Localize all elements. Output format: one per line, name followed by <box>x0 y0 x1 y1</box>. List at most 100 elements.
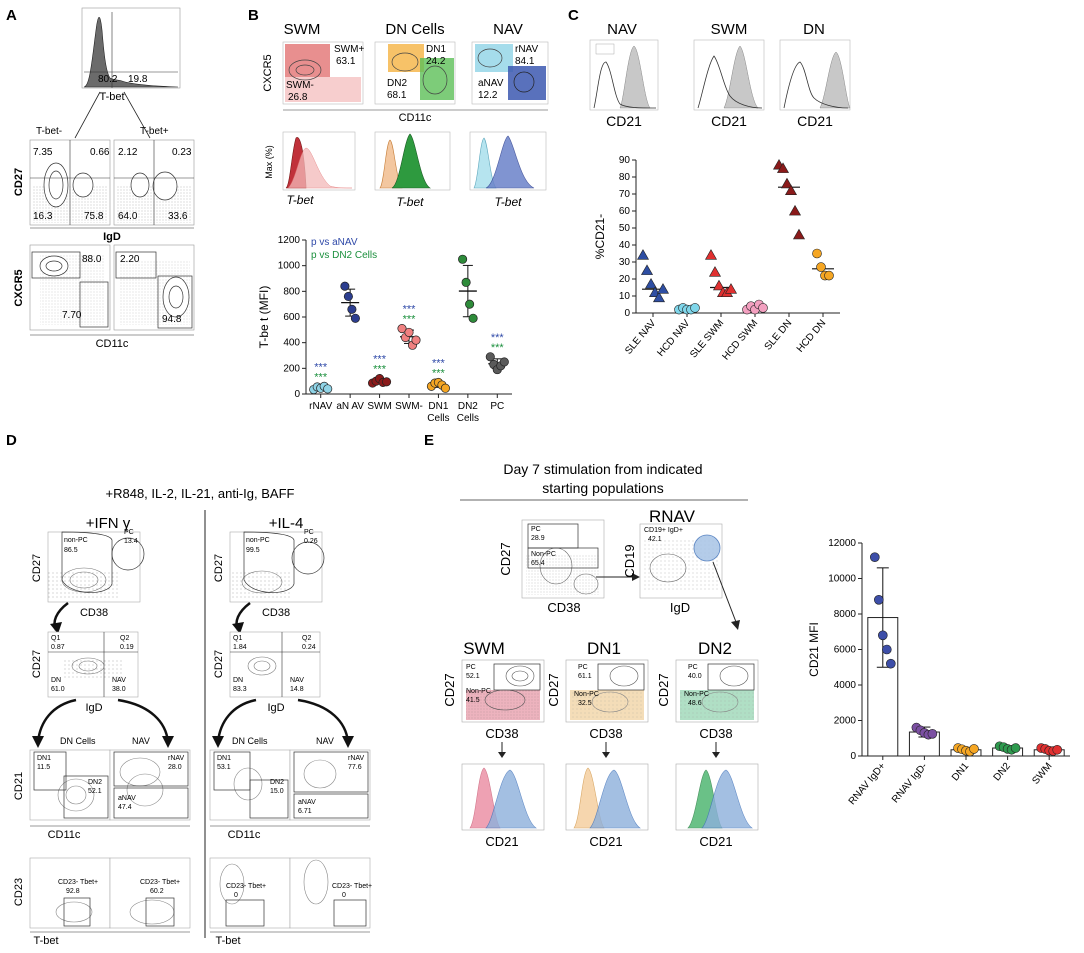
c-data-point <box>792 228 806 240</box>
e-data-point <box>927 729 938 739</box>
panel-letter-a: A <box>6 7 17 24</box>
b-data-point <box>485 352 495 362</box>
panel-letter-d: D <box>6 432 17 449</box>
d-right-dn2-value: 15.0 <box>270 788 284 795</box>
b-data-point <box>397 323 407 334</box>
b-sig-green: *** <box>373 364 387 376</box>
cxcr5-cd11c-plots: 88.0 7.70 2.20 94.8 CXCR5 CD11c <box>13 244 195 350</box>
b-x-tick-label: PC <box>490 401 504 412</box>
d-cd38-x-label-2: CD38 <box>262 607 290 619</box>
b-x-tick-label: rNAV <box>309 401 332 412</box>
d-right-anav-value: 6.71 <box>298 808 312 815</box>
c-y-tick-label: 40 <box>619 240 631 251</box>
c-data-point <box>812 248 822 259</box>
e-data-point <box>869 552 880 563</box>
e-swm-nonpc-value: 41.5 <box>466 697 480 704</box>
d-cd38-x-label-1: CD38 <box>80 607 108 619</box>
cd27-right-q2: 0.23 <box>172 147 192 158</box>
cd27-left-q3: 16.3 <box>33 211 53 222</box>
panel-e: E Day 7 stimulation from indicated start… <box>424 432 1070 849</box>
e-dn2-nonpc-value: 48.6 <box>688 700 702 707</box>
c-y-axis-label: %CD21- <box>593 214 607 259</box>
b-x-tick-label: DN2 <box>458 401 478 412</box>
d-cd23-gate-value-3: 0 <box>234 892 238 899</box>
e-x-tick-label: DN2 <box>992 761 1014 784</box>
d-right-nav-value: 14.8 <box>290 686 304 693</box>
d-title: +R848, IL-2, IL-21, anti-Ig, BAFF <box>106 486 295 501</box>
d-igd-x-label-1: IgD <box>85 702 102 714</box>
e-x-tick-label: DN1 <box>950 761 972 784</box>
b-y-tick-label: 0 <box>294 389 300 400</box>
c-y-tick-label: 50 <box>619 223 631 234</box>
d-left-q1-value: 0.87 <box>51 644 65 651</box>
d-left-dn-label: DN <box>51 677 61 684</box>
c-data-point <box>652 291 666 303</box>
e-data-point <box>1052 744 1062 755</box>
e-data-point <box>969 744 979 754</box>
d-tbet-x-label-2: T-bet <box>215 935 240 947</box>
b-swm-plot: SWM+ 63.1 SWM- 26.8 <box>282 41 364 105</box>
d-cd23-gate-name-2: CD23- Tbet+ <box>140 879 180 886</box>
c-header-dn: DN <box>803 21 825 38</box>
b-hist-x-label-2: T-bet <box>397 195 425 209</box>
b-y-tick-label: 200 <box>283 363 300 374</box>
d-tbet-x-label-1: T-bet <box>33 935 58 947</box>
e-rnav-cd19-y-label: CD19 <box>622 544 637 577</box>
e-data-point <box>1010 743 1021 753</box>
e-dn1-nonpc-label: Non-PC <box>574 691 599 698</box>
e-dn2-nonpc-label: Non-PC <box>684 691 709 698</box>
e-x-tick-label: SWM <box>1030 761 1054 787</box>
d-right-anav-name: aNAV <box>298 799 316 806</box>
c-hist-x-label-2: CD21 <box>711 113 747 129</box>
d-left-dn-value: 61.0 <box>51 686 65 693</box>
d-cd21-cd11c-row: DN1 11.5 DN2 52.1 rNAV 28.0 aNAV 47.4 DN… <box>13 749 371 841</box>
d-left-pc-value: 13.4 <box>124 538 138 545</box>
d-left-nav-label: NAV <box>112 677 126 684</box>
cd27-left-q4: 75.8 <box>84 211 104 222</box>
b-swm-neg-value: 26.8 <box>288 92 308 103</box>
cxcr5-y-label: CXCR5 <box>13 269 25 306</box>
b-y-tick-label: 1200 <box>278 235 301 246</box>
d-left-rnav-name: rNAV <box>168 755 185 762</box>
e-y-tick-label: 12000 <box>828 538 856 549</box>
b-sig-blue: *** <box>491 332 505 344</box>
e-rnav-cd38-x-label: CD38 <box>547 600 580 615</box>
b-header-dn: DN Cells <box>385 21 444 38</box>
d-right-dn2-name: DN2 <box>270 779 284 786</box>
c-x-tick-label: HCD SWM <box>720 318 760 363</box>
cd11c-x-label: CD11c <box>96 338 129 350</box>
cd27-left-q1: 7.35 <box>33 147 53 158</box>
d-cd23-gate-value-4: 0 <box>342 892 346 899</box>
panel-d: D +R848, IL-2, IL-21, anti-Ig, BAFF +IFN… <box>6 432 372 947</box>
group-label-tbet-neg: T-bet- <box>36 126 62 137</box>
d-right-pc-value: 0.26 <box>304 538 318 545</box>
d-left-q2-label: Q2 <box>120 635 129 642</box>
d-right-dn1-value: 53.1 <box>217 764 231 771</box>
c-y-tick-label: 30 <box>619 257 631 268</box>
e-data-point <box>885 658 896 669</box>
b-dn-plot: DN1 24.2 DN2 68.1 <box>374 41 456 105</box>
e-dn1-pc-value: 61.1 <box>578 673 592 680</box>
panel-letter-e: E <box>424 432 434 449</box>
panel-a: A 80.2 19.8 T-bet T-bet- T-bet+ <box>6 7 195 350</box>
b-swm-pos-name: SWM+ <box>334 44 364 55</box>
d-left-dn2-value: 52.1 <box>88 788 102 795</box>
e-dn1-cd27-y-label: CD27 <box>546 673 561 706</box>
d-left-q1-label: Q1 <box>51 635 60 642</box>
cxcr5-right-bottom: 94.8 <box>162 314 182 325</box>
igd-x-label: IgD <box>103 231 121 243</box>
c-y-tick-label: 0 <box>624 308 630 319</box>
e-y-axis-label: CD21 MFI <box>807 622 821 677</box>
d-right-q1-value: 1.84 <box>233 644 247 651</box>
group-label-tbet-pos: T-bet+ <box>140 126 169 137</box>
b-y-axis-label: T-be t (MFI) <box>257 286 271 349</box>
e-rnav-cd27-cd38: PC 28.9 Non-PC 65.4 CD27 CD38 <box>498 519 605 615</box>
b-hist-x-label-3: T-bet <box>495 195 523 209</box>
e-rnav-cd19-gate-value: 42.1 <box>648 536 662 543</box>
e-rnav-cd19-gate-label: CD19+ IgD+ <box>644 527 683 534</box>
b-dn1-value: 24.2 <box>426 56 446 67</box>
c-data-point <box>636 249 650 260</box>
e-y-tick-label: 0 <box>850 751 856 762</box>
e-rnav-title: RNAV <box>649 507 696 526</box>
